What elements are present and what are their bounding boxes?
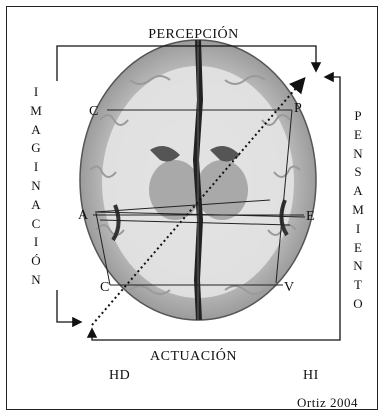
label-actuacion: ACTUACIÓN <box>0 349 387 365</box>
imaginacion-letter: I <box>34 158 38 177</box>
label-a: A <box>78 208 89 223</box>
thinking-arrow <box>326 77 340 300</box>
pensamiento-letter: O <box>353 295 362 314</box>
label-pensamiento: P E N S A M I E N T O <box>348 107 368 314</box>
pensamiento-letter: P <box>354 107 361 126</box>
label-c-top: C <box>89 104 98 119</box>
imaginacion-letter: I <box>34 83 38 102</box>
label-percepcion: PERCEPCIÓN <box>0 27 387 43</box>
imaginacion-letter: N <box>31 271 40 290</box>
label-e: E <box>306 209 315 224</box>
label-imaginacion: I M A G I N A C I Ó N <box>26 83 46 290</box>
pensamiento-letter: M <box>352 201 364 220</box>
imaginacion-letter: G <box>31 139 40 158</box>
imaginacion-letter: I <box>34 233 38 252</box>
label-p: P <box>294 101 302 116</box>
imaginacion-letter: A <box>31 121 40 140</box>
pensamiento-letter: T <box>354 276 362 295</box>
label-hi: HI <box>303 368 319 384</box>
credit-text: Ortiz 2004 <box>297 395 358 411</box>
pensamiento-letter: N <box>353 257 362 276</box>
label-v: V <box>284 280 294 295</box>
pensamiento-letter: E <box>354 239 362 258</box>
imagination-arrow <box>57 290 80 322</box>
imaginacion-letter: Ó <box>31 252 40 271</box>
imaginacion-letter: A <box>31 196 40 215</box>
brain-section-image <box>80 40 316 320</box>
label-hd: HD <box>109 368 130 384</box>
imaginacion-letter: C <box>32 215 41 234</box>
pensamiento-letter: A <box>353 182 362 201</box>
label-c-bottom: C <box>100 280 109 295</box>
pensamiento-letter: N <box>353 145 362 164</box>
pensamiento-letter: E <box>354 126 362 145</box>
imaginacion-letter: N <box>31 177 40 196</box>
imaginacion-letter: M <box>30 102 42 121</box>
pensamiento-letter: I <box>356 220 360 239</box>
pensamiento-letter: S <box>354 163 361 182</box>
